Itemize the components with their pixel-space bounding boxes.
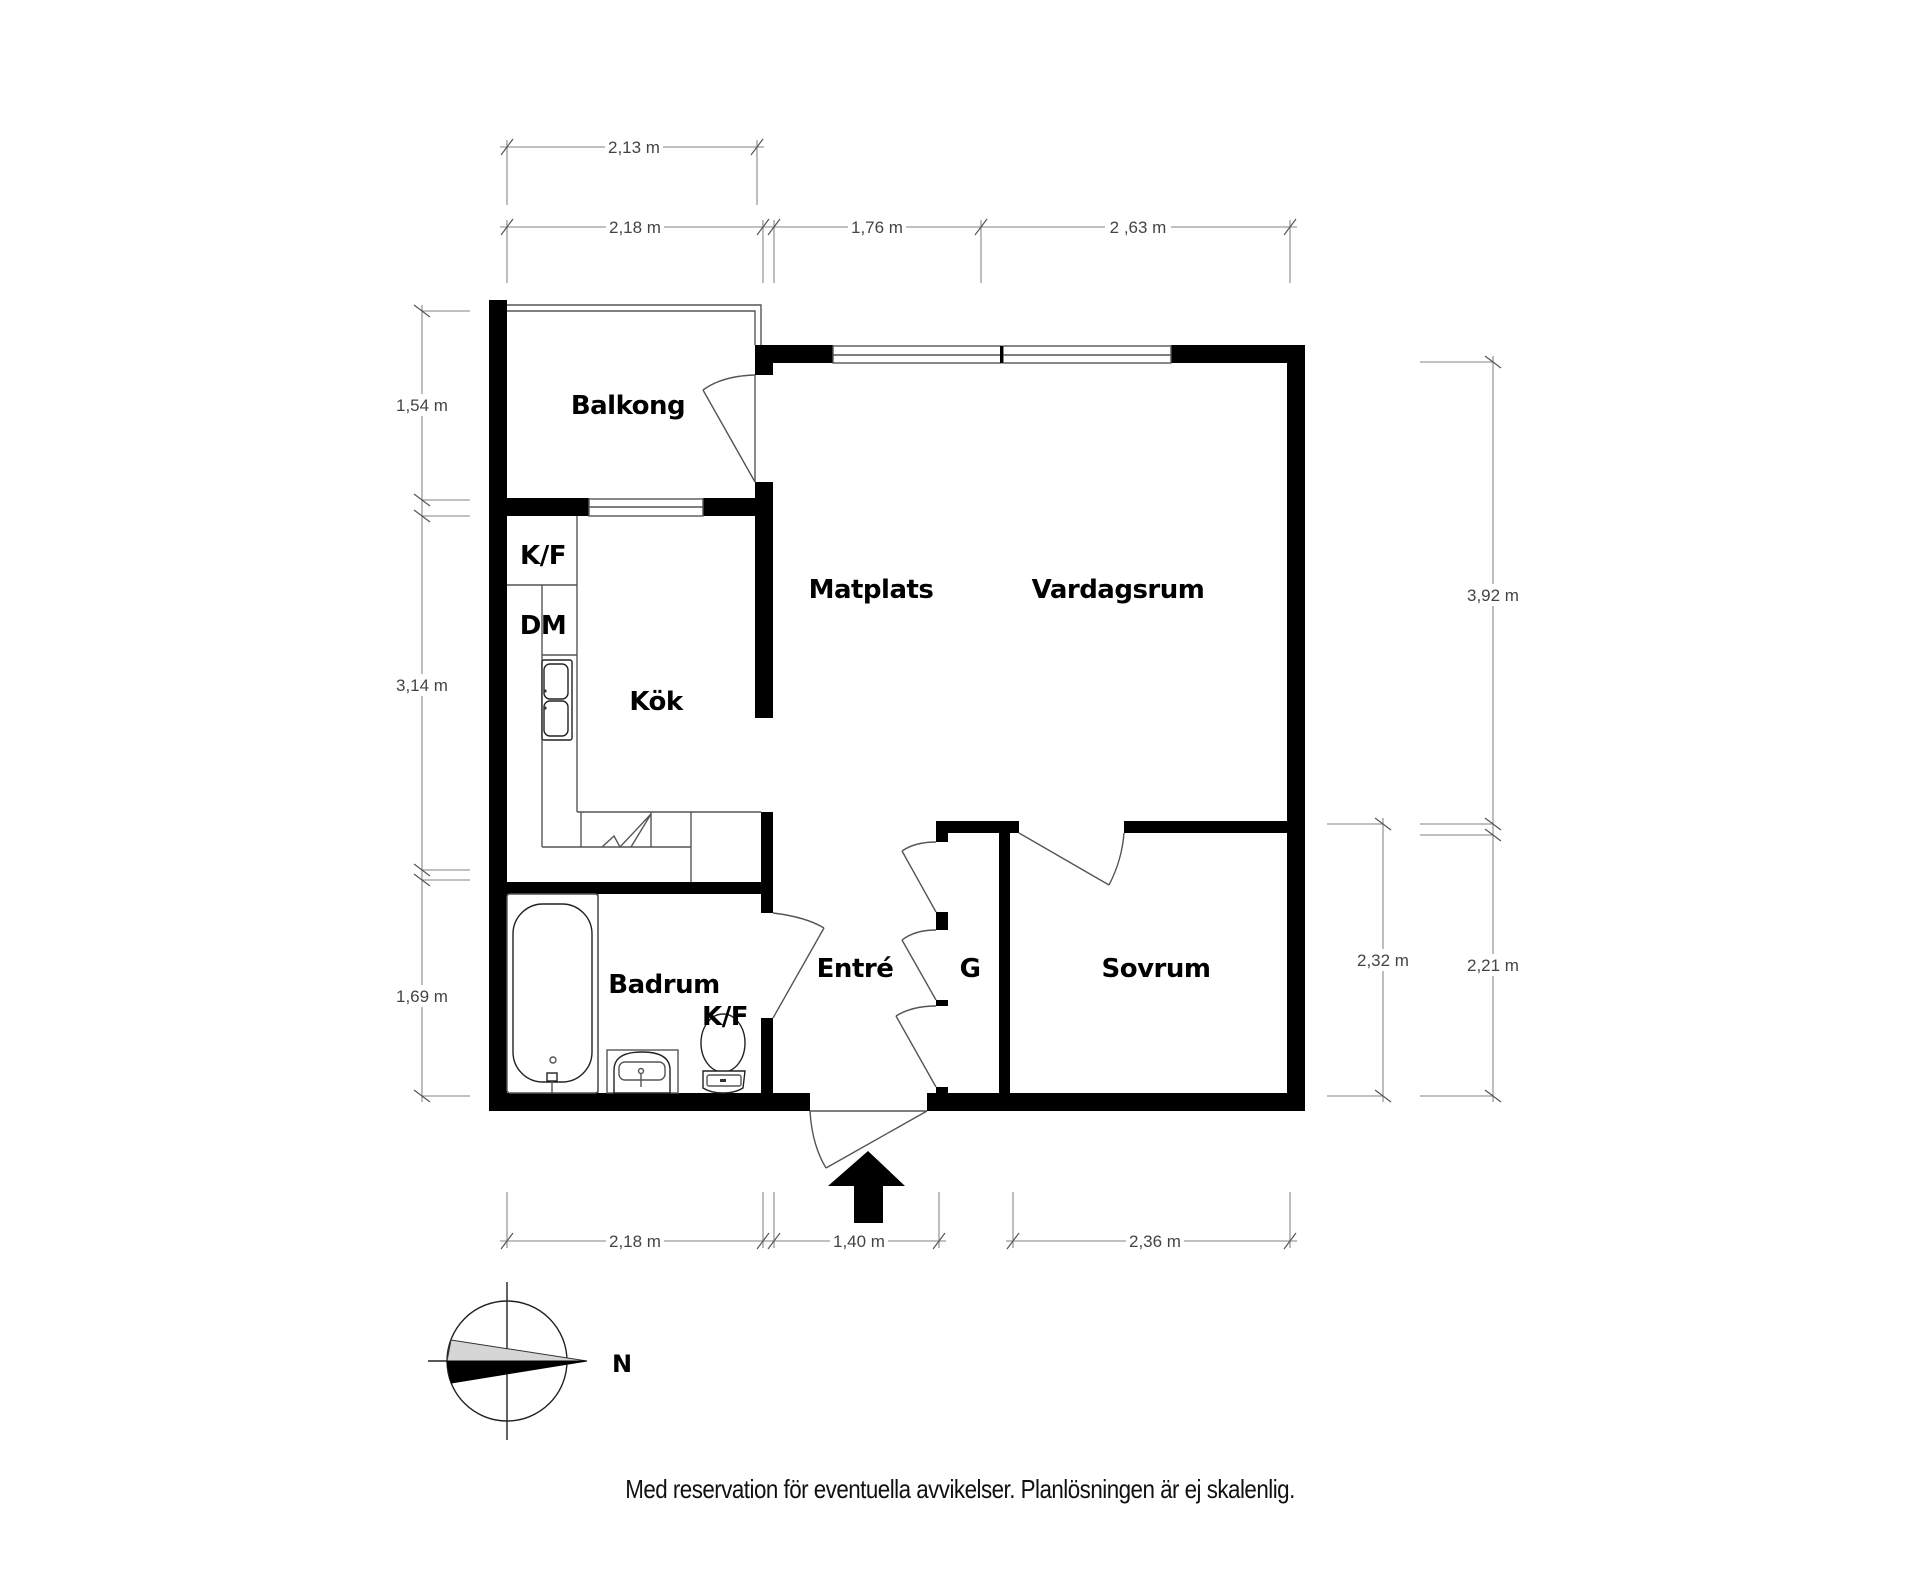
sink-icon bbox=[541, 659, 573, 741]
windows bbox=[588, 345, 1172, 517]
dim-left-kitchen: 3,14 m bbox=[396, 676, 448, 695]
room-label-entre: Entré bbox=[817, 954, 894, 984]
dimension-lines: 2,13 m 2,18 m 1,76 m 2 ,63 m 1,5 bbox=[394, 136, 1522, 1252]
dim-bottom-mid: 1,40 m bbox=[833, 1232, 885, 1251]
room-label-vardagsrum: Vardagsrum bbox=[1032, 575, 1205, 605]
dim-top-right: 2 ,63 m bbox=[1110, 218, 1167, 237]
north-label: N bbox=[612, 1350, 632, 1378]
washbasin-icon bbox=[606, 1049, 679, 1094]
room-label-matplats: Matplats bbox=[809, 575, 934, 605]
kitchen-fixtures bbox=[507, 516, 761, 882]
balcony-railing bbox=[507, 304, 762, 345]
doors bbox=[702, 374, 1125, 1169]
room-label-badrum: Badrum bbox=[608, 970, 719, 1000]
dim-top-mid: 1,76 m bbox=[851, 218, 903, 237]
dim-bottom-right: 2,36 m bbox=[1129, 1232, 1181, 1251]
room-label-kok: Kök bbox=[629, 687, 684, 717]
dim-left-bath: 1,69 m bbox=[396, 987, 448, 1006]
dim-right-living: 3,92 m bbox=[1467, 586, 1519, 605]
dim-left-balcony: 1,54 m bbox=[396, 396, 448, 415]
dim-bottom-left: 2,18 m bbox=[609, 1232, 661, 1251]
dim-right-bedroom-inner: 2,32 m bbox=[1357, 951, 1409, 970]
disclaimer-footnote: Med reservation för eventuella avvikelse… bbox=[625, 1474, 1295, 1504]
room-label-dm: DM bbox=[520, 611, 566, 641]
bathtub-icon bbox=[512, 903, 593, 1093]
room-label-kf-top: K/F bbox=[520, 541, 566, 571]
bathroom-fixtures bbox=[506, 893, 746, 1094]
dim-top-left: 2,18 m bbox=[609, 218, 661, 237]
room-labels: Balkong Matplats Vardagsrum K/F DM Kök K… bbox=[520, 391, 1211, 1032]
room-label-kf-bottom: K/F bbox=[702, 1002, 748, 1032]
room-label-sovrum: Sovrum bbox=[1102, 954, 1211, 984]
walls bbox=[489, 300, 1305, 1111]
toilet-icon bbox=[700, 1013, 746, 1094]
dim-top-balcony: 2,13 m bbox=[608, 138, 660, 157]
room-label-garderob: G bbox=[960, 954, 981, 984]
dim-right-bedroom-outer: 2,21 m bbox=[1467, 956, 1519, 975]
room-label-balkong: Balkong bbox=[571, 391, 685, 421]
compass-icon: N bbox=[428, 1282, 632, 1440]
entrance-arrow-icon bbox=[828, 1151, 905, 1223]
